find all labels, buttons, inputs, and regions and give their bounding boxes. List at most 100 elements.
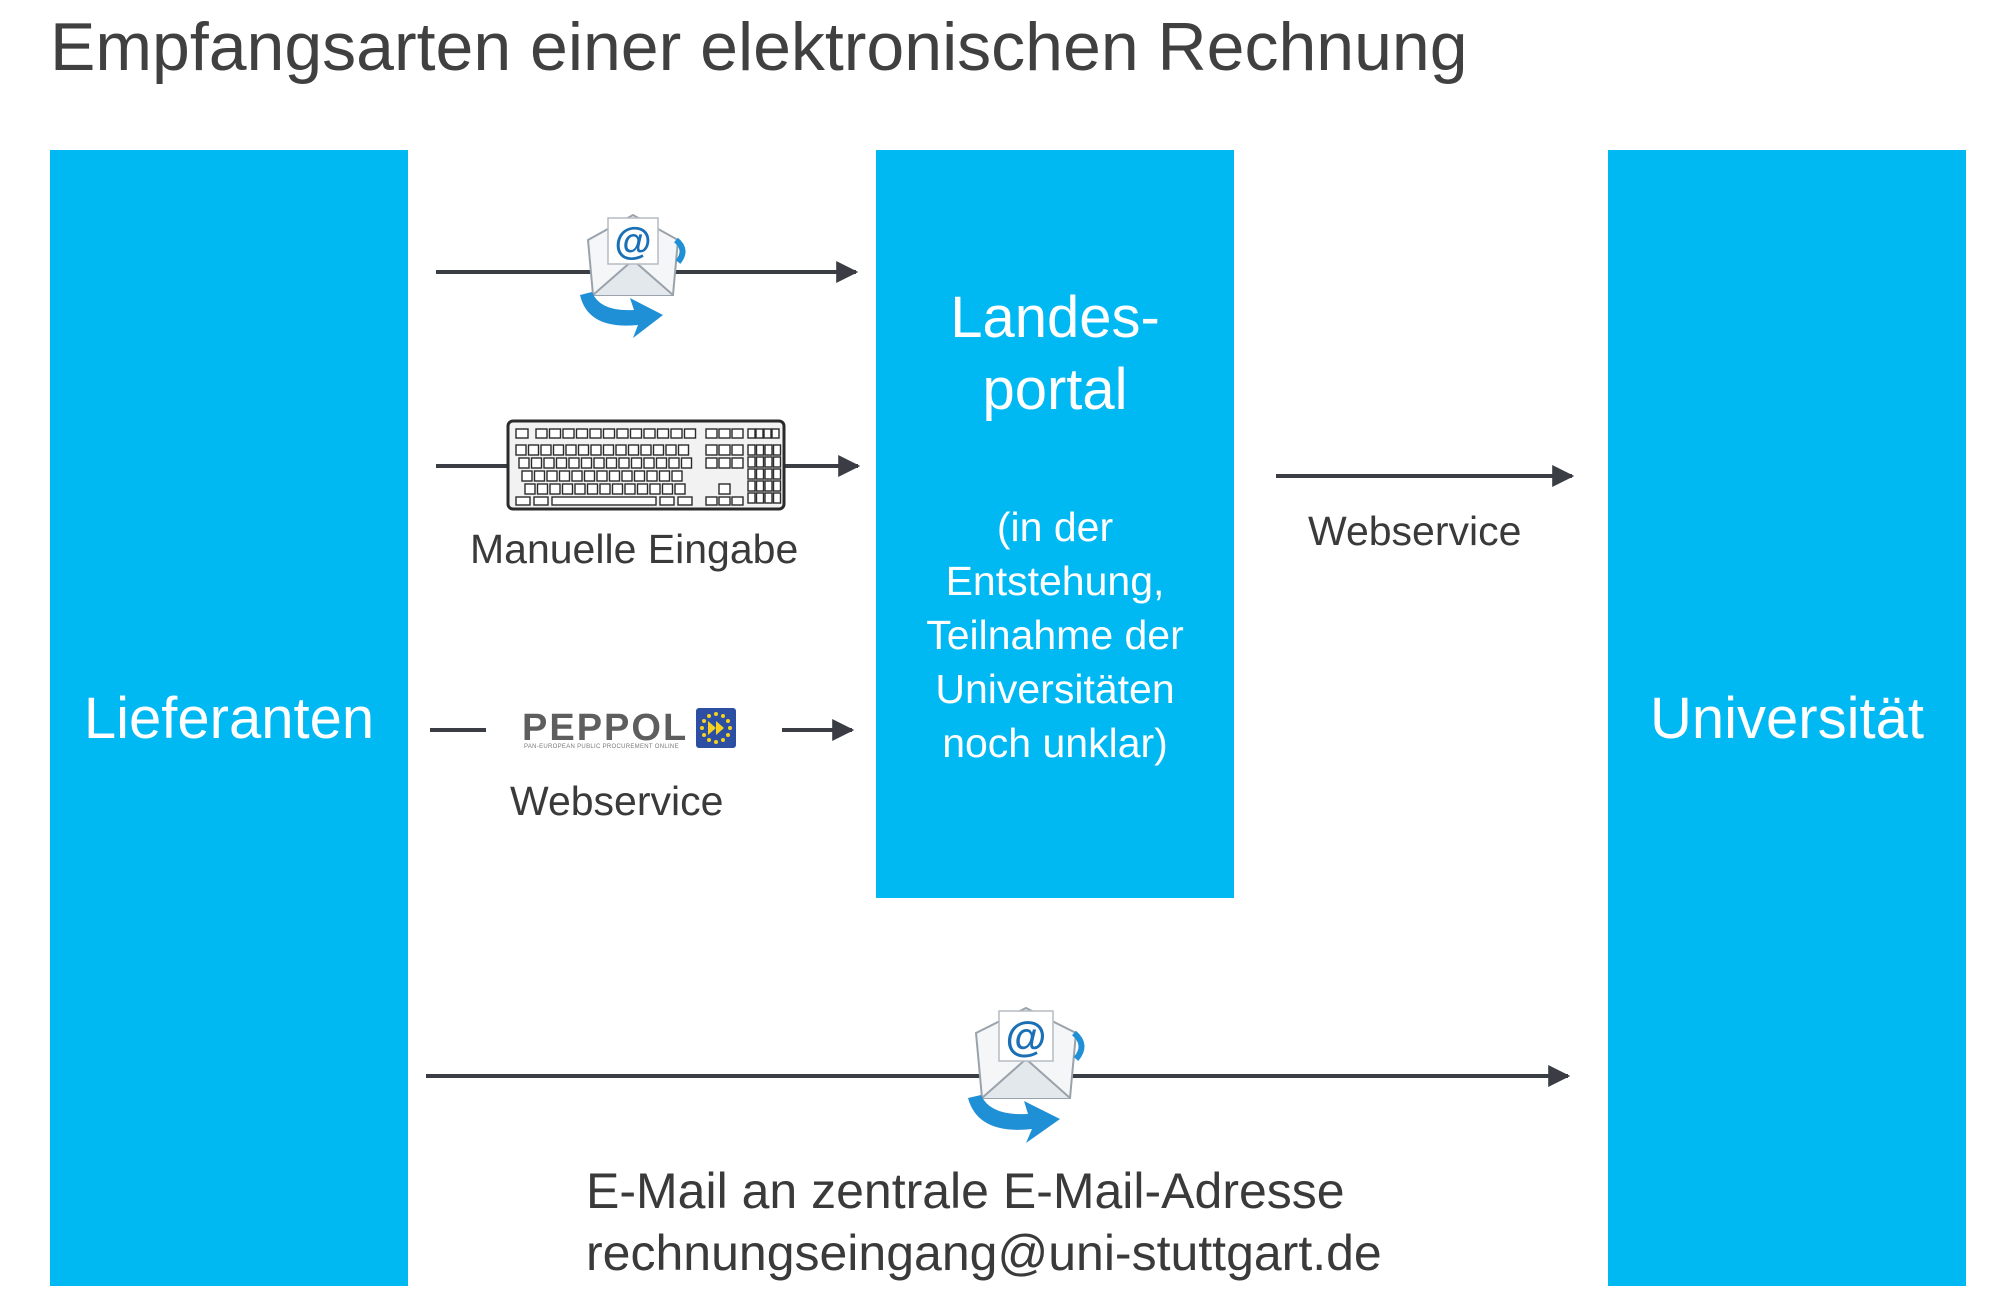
- keyboard-key: [580, 457, 593, 469]
- keyboard-key: [540, 444, 552, 456]
- email-icon: @: [968, 1006, 1085, 1143]
- page-title: Empfangsarten einer elektronischen Rechn…: [50, 9, 1468, 85]
- keyboard-key: [649, 483, 661, 495]
- box-landesportal-note-line3: Teilnahme der: [926, 612, 1184, 658]
- keyboard-key: [568, 457, 580, 469]
- keyboard-key: [764, 468, 773, 480]
- box-landesportal-title: Landes- portal: [876, 282, 1234, 426]
- keyboard-key: [611, 483, 624, 495]
- keyboard-key: [755, 468, 765, 480]
- keyboard-key: [655, 457, 668, 469]
- box-landesportal-note-line4: Universitäten: [935, 666, 1175, 712]
- keyboard-key: [755, 444, 765, 456]
- peppol-webservice-label: Webservice: [510, 778, 724, 824]
- keyboard-key: [630, 457, 643, 469]
- keyboard-key: [577, 444, 590, 456]
- keyboard-key: [515, 428, 529, 439]
- keyboard-key: [671, 470, 683, 482]
- keyboard-key: [608, 470, 621, 482]
- box-landesportal-note-line5: noch unklar): [942, 720, 1168, 766]
- keyboard-key: [755, 480, 765, 492]
- keyboard-key: [533, 496, 549, 506]
- keyboard-key: [705, 444, 718, 456]
- keyboard-key: [763, 428, 772, 439]
- keyboard-key: [731, 457, 744, 469]
- keyboard-key: [583, 470, 596, 482]
- keyboard-key: [605, 457, 618, 469]
- keyboard-key: [602, 428, 616, 439]
- keyboard-key: [546, 470, 558, 482]
- keyboard-key: [624, 483, 636, 495]
- keyboard-key: [718, 444, 731, 456]
- keyboard-key: [643, 428, 656, 439]
- keyboard-key: [565, 444, 577, 456]
- keyboard-key: [674, 483, 686, 495]
- keyboard-key: [677, 444, 690, 456]
- keyboard-key: [659, 496, 675, 506]
- keyboard-key: [618, 457, 630, 469]
- keyboard-key: [718, 496, 731, 506]
- keyboard-key: [764, 456, 773, 468]
- keyboard-key: [589, 428, 602, 439]
- keyboard-key: [731, 496, 744, 506]
- keyboard-key: [683, 428, 697, 439]
- keyboard-key: [705, 457, 718, 469]
- keyboard-key: [771, 428, 780, 439]
- keyboard-key: [530, 457, 543, 469]
- keyboard-key: [535, 428, 548, 439]
- box-lieferanten-label: Lieferanten: [83, 685, 375, 751]
- keyboard-key: [548, 428, 562, 439]
- box-universitaet: Universität: [1608, 150, 1966, 1286]
- svg-text:@: @: [1006, 1013, 1047, 1060]
- keyboard-key: [552, 444, 565, 456]
- email-icon: @: [580, 213, 686, 338]
- keyboard-key: [747, 492, 756, 504]
- box-landesportal-note-line1: (in der: [996, 504, 1114, 550]
- keyboard-key: [661, 483, 674, 495]
- keyboard-key: [747, 428, 756, 439]
- keyboard-key: [596, 470, 608, 482]
- keyboard-key: [677, 496, 693, 506]
- keyboard-key: [705, 496, 718, 506]
- keyboard-key: [555, 457, 568, 469]
- peppol-logo-text: PEPPOL: [522, 706, 689, 749]
- email-label-line1: E-Mail an zentrale E-Mail-Adresse: [586, 1163, 1345, 1219]
- keyboard-key: [747, 456, 756, 468]
- keyboard-key: [551, 496, 657, 506]
- keyboard-key: [755, 492, 765, 504]
- keyboard-key: [668, 457, 680, 469]
- keyboard-key: [621, 470, 633, 482]
- keyboard-key: [731, 428, 744, 439]
- keyboard-key: [524, 483, 536, 495]
- keyboard-key: [718, 428, 731, 439]
- keyboard-key: [747, 444, 756, 456]
- keyboard-key: [705, 428, 718, 439]
- keyboard-key: [670, 428, 683, 439]
- keyboard-key: [629, 428, 643, 439]
- keyboard-key: [772, 456, 782, 468]
- keyboard-key: [562, 428, 575, 439]
- keyboard-key: [533, 470, 546, 482]
- eu-flag-icon: [696, 708, 737, 748]
- keyboard-key: [636, 483, 649, 495]
- keyboard-key: [602, 444, 615, 456]
- keyboard-key: [755, 456, 765, 468]
- keyboard-key: [515, 496, 531, 506]
- keyboard-key: [764, 492, 773, 504]
- box-universitaet-label: Universität: [1650, 685, 1924, 751]
- box-landesportal-title-line1: Landes-: [950, 285, 1160, 350]
- keyboard-key: [616, 428, 629, 439]
- manual-input-label: Manuelle Eingabe: [470, 526, 799, 572]
- keyboard-key: [755, 428, 764, 439]
- keyboard-key: [518, 457, 530, 469]
- keyboard-key: [764, 480, 773, 492]
- keyboard-key: [731, 444, 744, 456]
- keyboard-key: [656, 428, 670, 439]
- keyboard-key: [615, 444, 627, 456]
- box-landesportal: Landes- portal (in der Entstehung, Teiln…: [876, 150, 1234, 898]
- box-lieferanten: Lieferanten: [50, 150, 408, 1286]
- box-landesportal-note-line2: Entstehung,: [945, 558, 1165, 604]
- keyboard-key: [718, 483, 731, 495]
- keyboard-key: [521, 470, 533, 482]
